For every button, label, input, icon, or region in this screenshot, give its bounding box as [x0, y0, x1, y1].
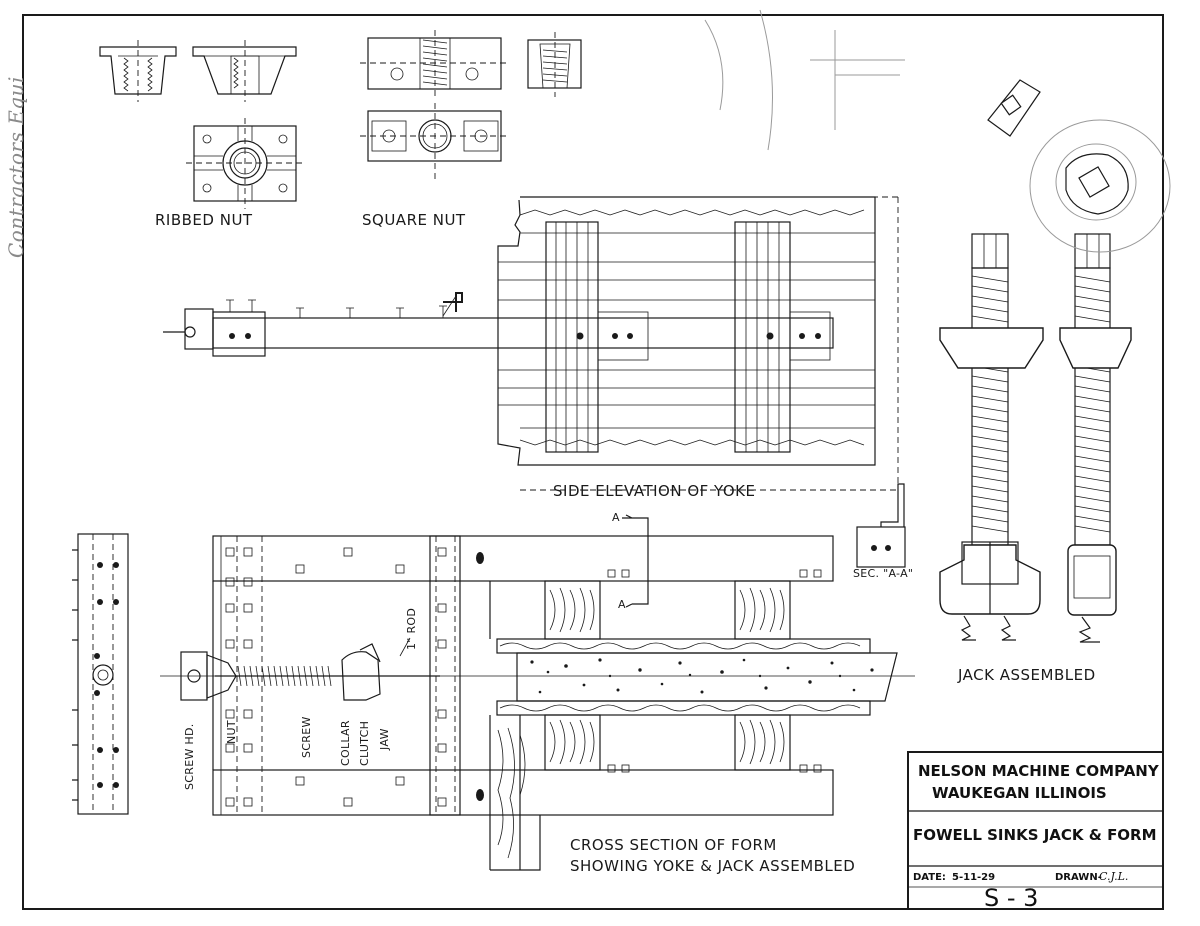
- section-marker-bottom: A: [618, 598, 626, 611]
- title-block-frame: [907, 751, 1164, 910]
- cross-section-title-line2: SHOWING YOKE & JACK ASSEMBLED: [570, 857, 856, 875]
- sheet-number: S - 3: [984, 884, 1039, 912]
- margin-note: Contractors Equi: [4, 76, 28, 258]
- side-elevation-yoke: [163, 196, 899, 491]
- cross-section-title-line1: CROSS SECTION OF FORM: [570, 836, 777, 854]
- square-nut-label: SQUARE NUT: [362, 211, 466, 229]
- collar-callout: COLLAR: [339, 720, 352, 766]
- margin-sketches: [704, 9, 1171, 253]
- drawn-by: C.J.L.: [1099, 870, 1129, 883]
- drawn-label: DRAWN-: [1055, 872, 1102, 883]
- section-aa-label: SEC. "A-A": [853, 567, 914, 580]
- nut-callout: NUT: [225, 720, 238, 744]
- side-elevation-label: SIDE ELEVATION OF YOKE: [553, 482, 756, 500]
- rod-callout: 1" ROD: [405, 607, 418, 650]
- square-nut-views: [360, 30, 582, 180]
- section-aa: [856, 483, 906, 568]
- jack-assembled-label: JACK ASSEMBLED: [958, 666, 1096, 684]
- date-value: 5-11-29: [952, 872, 996, 883]
- sheet-border: [22, 14, 1164, 910]
- date-label: DATE:: [913, 872, 946, 883]
- drawing-title: FOWELL SINKS JACK & FORM: [913, 826, 1157, 844]
- ribbed-nut-views: [99, 40, 304, 209]
- jaw-callout: JAW: [378, 728, 391, 750]
- company-name: NELSON MACHINE COMPANY: [918, 762, 1159, 780]
- section-marker-top: A: [612, 511, 620, 524]
- jack-assembled-views: [939, 233, 1132, 643]
- company-location: WAUKEGAN ILLINOIS: [932, 784, 1107, 802]
- screw-callout: SCREW: [300, 716, 313, 758]
- clutch-callout: CLUTCH: [358, 720, 371, 766]
- screw-hd-callout: SCREW HD.: [183, 723, 196, 790]
- cross-section-form: [72, 514, 915, 871]
- ribbed-nut-label: RIBBED NUT: [155, 211, 253, 229]
